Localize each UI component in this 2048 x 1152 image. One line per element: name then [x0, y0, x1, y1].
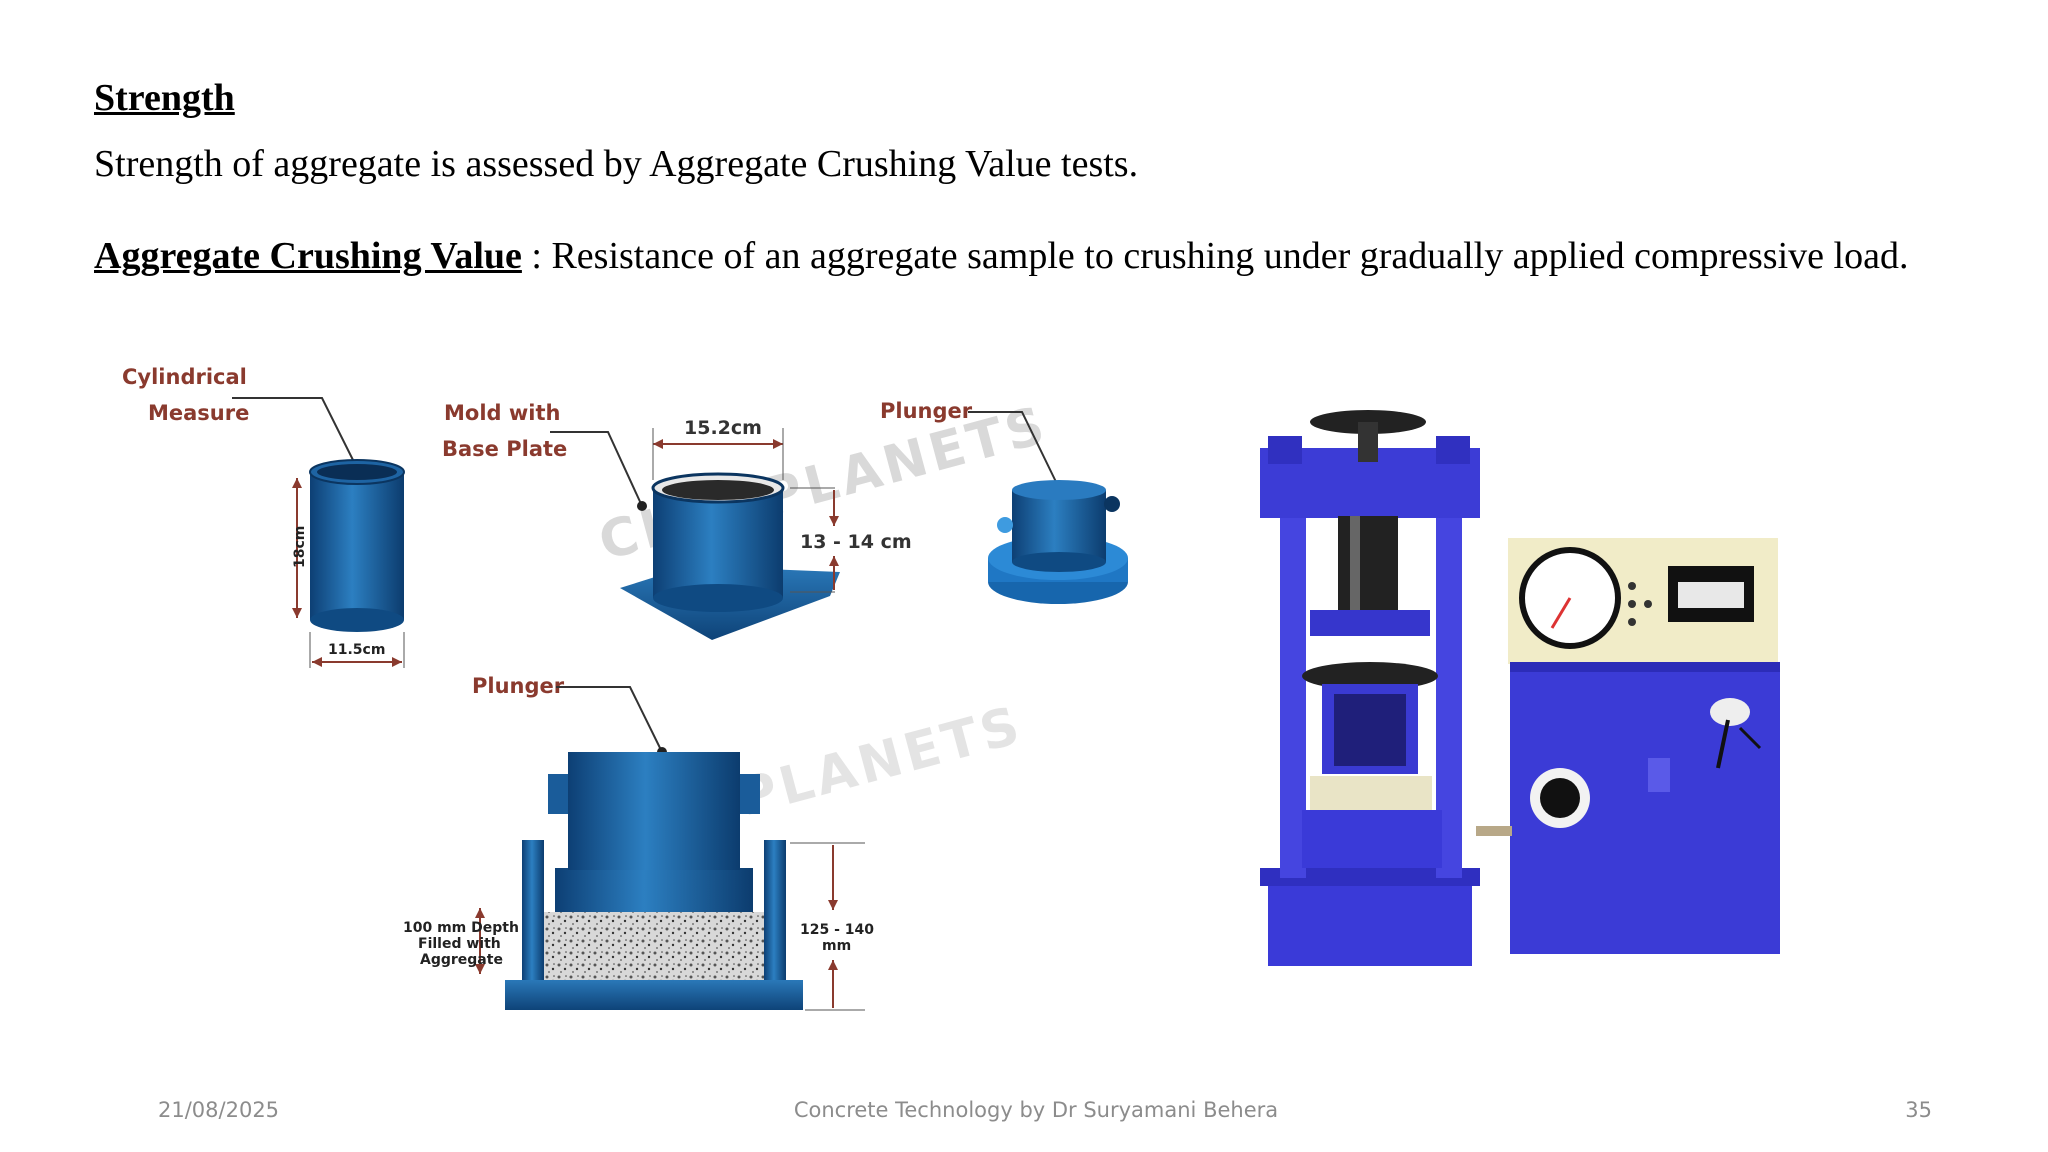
- slide-heading: Strength: [94, 77, 235, 119]
- label-plunger-top: Plunger: [880, 399, 973, 423]
- crushing-assembly-icon: [505, 752, 803, 1010]
- label-cylindrical: Cylindrical: [122, 365, 247, 389]
- footer-title: Concrete Technology by Dr Suryamani Behe…: [793, 1098, 1279, 1122]
- dim-total-2: mm: [822, 938, 851, 954]
- definition-body: : Resistance of an aggregate sample to c…: [521, 235, 1909, 277]
- apparatus-diagram: CIVILPLANETS CIVILPLANETS Cylindrical Me…: [122, 365, 1128, 1011]
- term-aggregate-crushing-value: Aggregate Crushing Value: [94, 235, 522, 277]
- depth-line-1: 100 mm Depth: [403, 920, 519, 936]
- dim-total-1: 125 - 140: [800, 922, 874, 938]
- label-mold-with: Mold with: [444, 401, 560, 425]
- label-plunger-bottom: Plunger: [472, 674, 565, 698]
- dim-mold-width: 15.2cm: [684, 417, 762, 439]
- depth-line-2: Filled with: [418, 936, 501, 952]
- dim-cyl-height: 18cm: [292, 526, 308, 568]
- dim-cyl-width: 11.5cm: [328, 642, 385, 658]
- compression-machine-image: [1240, 398, 1788, 978]
- label-base-plate: Base Plate: [442, 437, 567, 461]
- dim-mold-height: 13 - 14 cm: [800, 531, 912, 553]
- intro-text: Strength of aggregate is assessed by Agg…: [94, 143, 1139, 185]
- footer-page-number: 35: [1905, 1098, 1932, 1122]
- plunger-icon: [988, 480, 1128, 604]
- label-measure: Measure: [148, 401, 249, 425]
- mold-icon: [620, 472, 840, 640]
- footer-date: 21/08/2025: [158, 1098, 280, 1122]
- definition-text: Aggregate Crushing Value : Resistance of…: [94, 234, 1908, 278]
- cylindrical-measure-icon: [309, 459, 405, 632]
- depth-line-3: Aggregate: [420, 952, 503, 968]
